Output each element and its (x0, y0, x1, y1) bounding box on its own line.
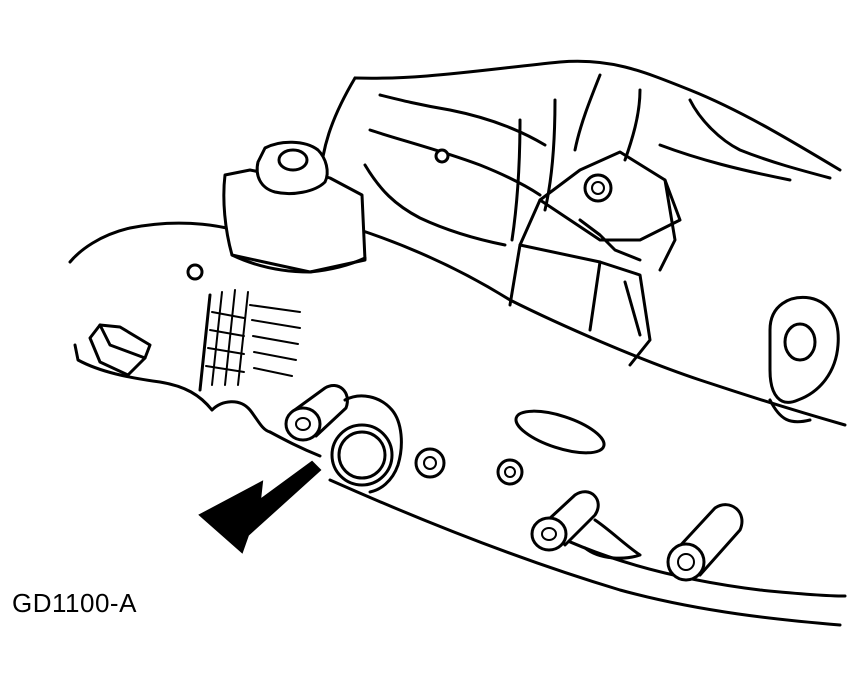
bracket-tab (88, 323, 152, 377)
port-cylinders (284, 384, 744, 582)
arrow-pointer-icon (198, 460, 322, 554)
housing-ribs (363, 73, 832, 247)
side-boss (768, 295, 840, 424)
bolt-holes (186, 148, 524, 486)
indicated-plug (330, 394, 403, 494)
vent-grille (198, 289, 301, 392)
figure-code-label: GD1100-A (12, 588, 137, 618)
top-cap (222, 140, 367, 274)
mounting-boss (508, 150, 682, 367)
oval-recess (514, 409, 606, 455)
